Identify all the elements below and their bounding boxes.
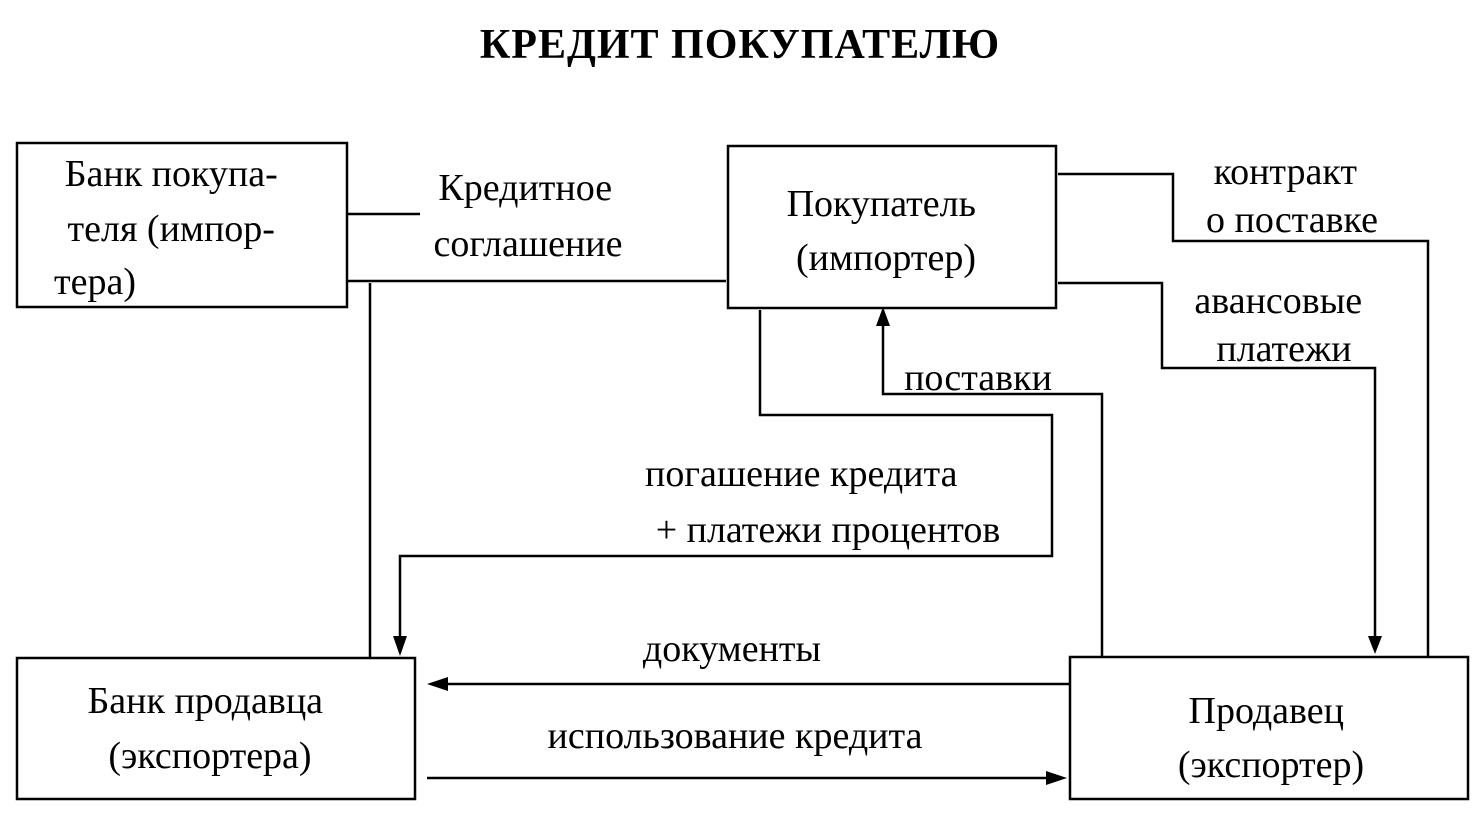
repayment-arrowhead [393, 636, 407, 656]
advance-payments-connector: авансовые платежи [1058, 280, 1382, 654]
deliveries-connector: поставки [876, 307, 1104, 656]
svg-text:документы: документы [643, 628, 821, 670]
seller-node: Продавец (экспортер) [1068, 655, 1470, 801]
buyer-node: Покупатель (импортер) [726, 144, 1058, 310]
credit-use-connector: использование кредита [427, 715, 1067, 785]
buyer-bank-label-line-2: теля (импор- [68, 208, 275, 250]
seller-bank-node: Банк продавца (экспортера) [15, 656, 417, 801]
deliveries-label: поставки [904, 357, 1052, 399]
credit-agreement-connector: Кредитное соглашение [347, 167, 726, 283]
buyer-bank-label-line-3: тера) [54, 261, 136, 303]
repayment-connector: погашение кредита + платежи процентов [393, 310, 1054, 656]
advance-payments-label-line-2: платежи [1216, 328, 1351, 370]
svg-text:контракт о поставке: контракт о поставке [1206, 151, 1378, 241]
supply-contract-connector: контракт о поставке [1058, 151, 1430, 656]
svg-text:использование кредита: использование кредита [548, 715, 923, 757]
credit-use-arrowhead [1046, 771, 1067, 785]
diagram-title: КРЕДИТ ПОКУПАТЕЛЮ [480, 22, 1000, 68]
advance-payments-label-line-1: авансовые [1194, 280, 1362, 322]
seller-label-line-2: (экспортер) [1178, 744, 1364, 786]
credit-use-label: использование кредита [548, 715, 923, 757]
supply-contract-label-line-2: о поставке [1206, 199, 1378, 241]
svg-text:Покупатель (импортер): Покупатель (импортер) [787, 183, 986, 279]
documents-connector: документы [427, 628, 1070, 691]
supply-contract-label-line-1: контракт [1214, 151, 1358, 193]
documents-arrowhead [427, 677, 448, 691]
deliveries-arrowhead [876, 307, 890, 326]
repayment-label-line-2: + платежи процентов [656, 509, 1001, 551]
svg-text:Кредитное соглашение: Кредитное соглашение [433, 167, 622, 265]
svg-text:авансовые платежи: авансовые платежи [1194, 280, 1371, 370]
svg-text:Банк продавца (экспортер: Банк продавца (экспортера) [87, 680, 332, 777]
repayment-label-line-1: погашение кредита [645, 453, 958, 495]
buyer-bank-label-line-1: Банк покупа- [65, 153, 278, 195]
seller-label-line-1: Продавец [1189, 690, 1344, 732]
credit-agreement-label-line-1: Кредитное [438, 167, 612, 209]
documents-label: документы [643, 628, 821, 670]
svg-text:поставки: поставки [904, 357, 1052, 399]
credit-agreement-label-line-2: соглашение [433, 223, 622, 265]
advance-payments-arrowhead [1368, 636, 1382, 654]
buyer-label-line-2: (импортер) [796, 237, 976, 279]
svg-text:погашение кредита + плат: погашение кредита + платежи процентов [645, 453, 1000, 551]
buyer-bank-node: Банк покупа- теля (импор- тера) [15, 141, 349, 309]
seller-bank-label-line-2: (экспортера) [108, 735, 311, 777]
buyer-label-line-1: Покупатель [787, 183, 976, 225]
svg-text:Продавец (экспортер): Продавец (экспортер) [1178, 690, 1364, 786]
seller-bank-label-line-1: Банк продавца [87, 680, 323, 722]
svg-text:Банк покупа- теля (импор: Банк покупа- теля (импор- тера) [54, 153, 287, 303]
